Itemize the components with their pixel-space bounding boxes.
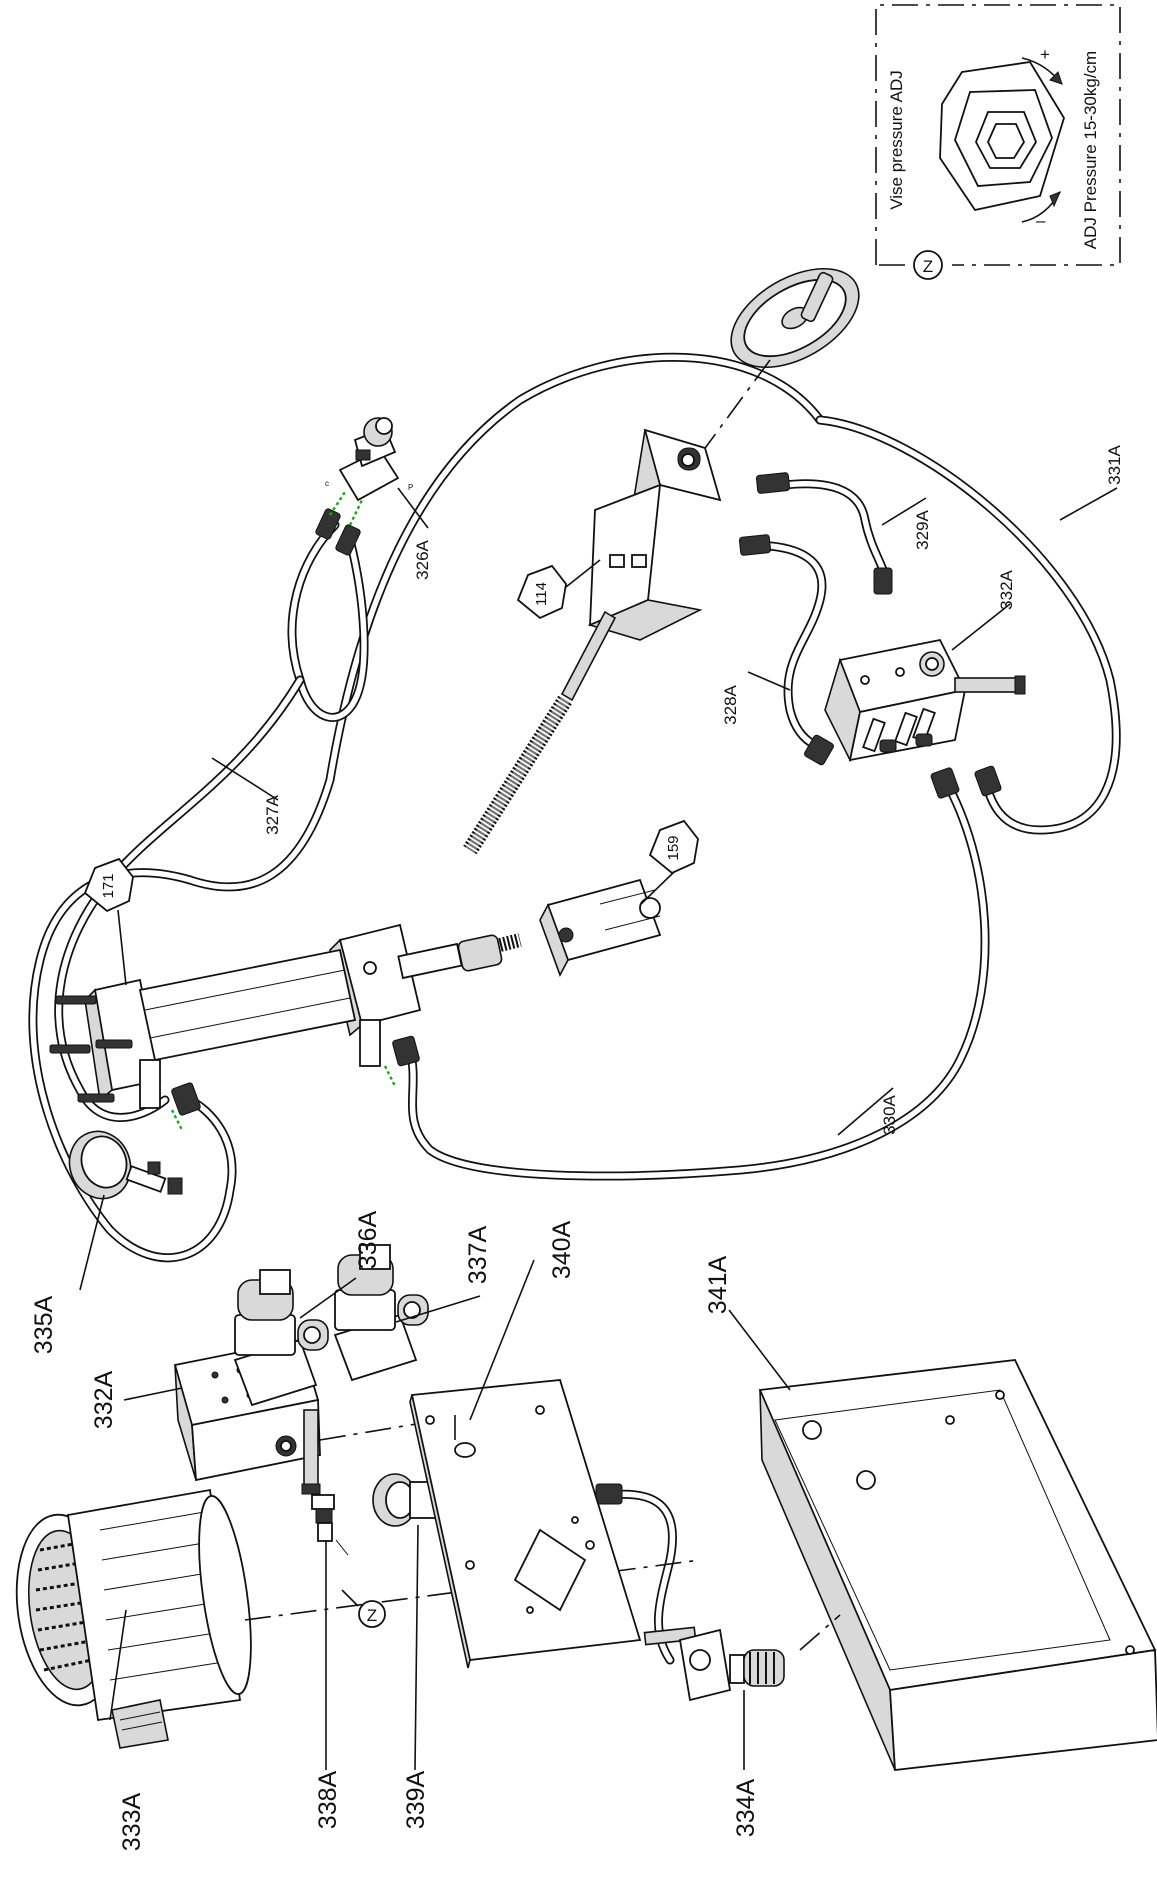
callout-114-text: 114 [533, 582, 550, 606]
cylinder-171 [49, 923, 522, 1131]
hose-fittings [171, 472, 1002, 1505]
detail-view-marker: Z [913, 250, 943, 280]
label-328A: 328A [721, 684, 740, 724]
gearbox-114 [587, 428, 722, 641]
label-327A: 327A [263, 794, 282, 834]
label-335A: 335A [30, 1295, 58, 1354]
callout-159: 159 [639, 819, 699, 906]
motor-view-marker: Z [341, 1589, 386, 1628]
hose-327A [54, 520, 369, 1122]
label-331A: 331A [1105, 444, 1124, 484]
callout-171-text: 171 [100, 873, 117, 898]
label-326A: 326A [413, 539, 432, 579]
label-339A: 339A [402, 1770, 430, 1829]
pressure-knob-icon [939, 57, 1065, 223]
motor-view-marker-text: Z [367, 1606, 377, 1625]
hose-329A [780, 479, 890, 580]
detail-view-marker-text: Z [923, 257, 933, 276]
label-330A: 330A [880, 1094, 899, 1134]
pump-334A [643, 1626, 785, 1702]
tank-341A [758, 1359, 1157, 1772]
label-337A: 337A [464, 1225, 492, 1284]
port-mark-p: P [408, 483, 413, 492]
valve-326A: c P [325, 417, 413, 526]
hose-331A [28, 352, 825, 1263]
hose-331A-outer [815, 415, 1121, 835]
label-333A: 333A [118, 1792, 146, 1851]
hose-330A [405, 775, 990, 1181]
motor-333A [15, 1488, 252, 1749]
port-mark-c: c [325, 479, 329, 488]
hose-328A [745, 540, 827, 750]
lead-screw [463, 610, 617, 855]
solenoid-valve-336A [233, 1269, 329, 1407]
callout-159-text: 159 [665, 835, 682, 860]
callout-114: 114 [516, 559, 601, 620]
label-332A-upper: 332A [997, 569, 1016, 609]
label-329A: 329A [913, 509, 932, 549]
manifold-fittings [862, 707, 936, 753]
label-336A: 336A [354, 1210, 382, 1269]
label-340A: 340A [548, 1220, 576, 1279]
solenoid-valve-337A [333, 1244, 429, 1382]
plus-sign: + [1040, 45, 1050, 64]
handwheel [730, 267, 860, 369]
fitting-338A [311, 1494, 349, 1556]
leader-lines [79, 487, 1118, 1771]
label-341A: 341A [704, 1255, 732, 1314]
pressure-gauge-335A [68, 1130, 183, 1200]
plate-340A [409, 1379, 642, 1669]
callout-171: 171 [83, 857, 134, 986]
clevis-159 [539, 878, 662, 977]
minus-sign: – [1036, 211, 1046, 230]
pressure-note: ADJ Pressure 15-30kg/cm [1081, 51, 1100, 249]
label-338A: 338A [314, 1770, 342, 1829]
label-332A-lower: 332A [90, 1370, 118, 1429]
detail-title: Vise pressure ADJ [887, 70, 906, 210]
detail-view-z: Z Vise pressure ADJ ADJ Pressure 15-30kg… [875, 4, 1121, 280]
manifold-332A-upper [824, 638, 1026, 763]
label-334A: 334A [732, 1778, 760, 1837]
